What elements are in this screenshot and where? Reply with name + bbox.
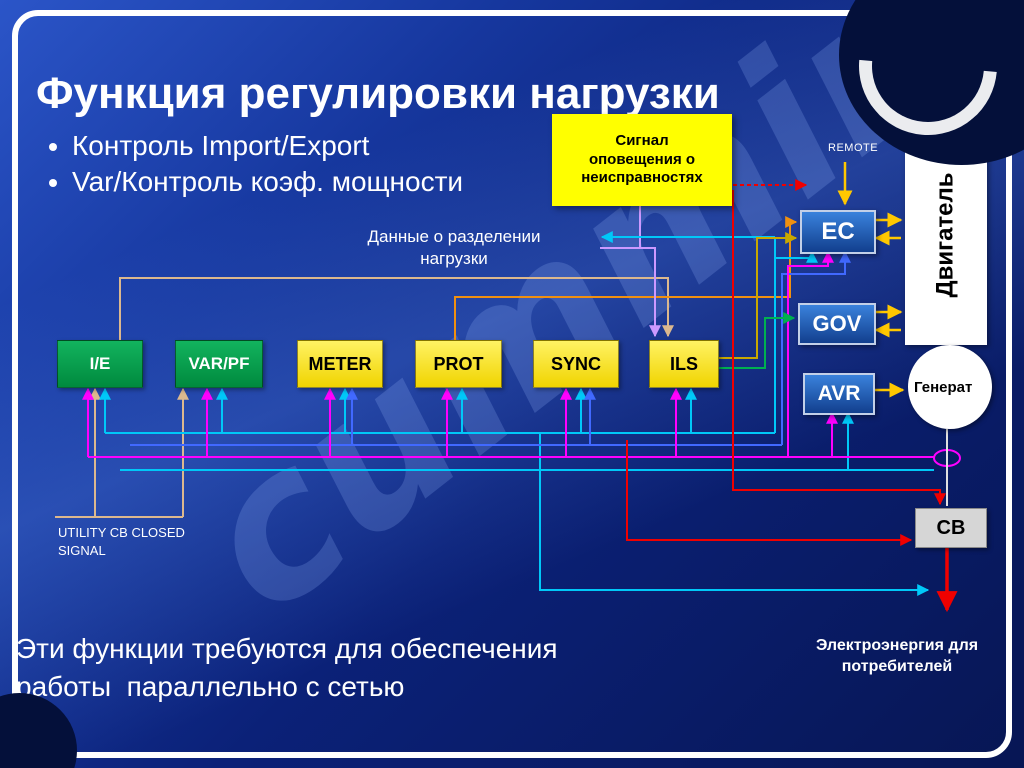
bullet-list: Контроль Import/Export Var/Контроль коэф…: [52, 126, 463, 202]
yellow-wires: [837, 162, 905, 398]
fault-alert-box: Сигнал оповещения о неисправностях: [552, 114, 732, 206]
power-consumers-label: Электроэнергия для потребителей: [815, 637, 979, 675]
block-ec: EC: [800, 210, 876, 254]
block-sync: SYNC: [533, 340, 619, 388]
blue-wires: [130, 250, 851, 446]
circuit-breaker-block: CB: [915, 508, 987, 548]
block-varpf: VAR/PF: [175, 340, 263, 388]
orange-wires: [454, 216, 798, 350]
engine-label: Двигатель: [932, 172, 959, 298]
red-wires: [626, 179, 958, 613]
load-share-data-label: Данные о разделении нагрузки: [367, 227, 541, 269]
block-avr: AVR: [803, 373, 875, 415]
remote-label: REMOTE: [828, 142, 879, 154]
footer-text: Эти функции требуются для обеспечения ра…: [16, 633, 566, 702]
green-wires: [717, 312, 796, 369]
magenta-wires: [82, 250, 961, 467]
cummins-logo-corner: [830, 0, 1024, 165]
block-ils: ILS: [649, 340, 719, 388]
block-ie: I/E: [57, 340, 143, 388]
cyan-wires: [99, 231, 934, 596]
bullet-item: Var/Контроль коэф. мощности: [72, 166, 463, 198]
lavender-wires: [600, 205, 661, 338]
olive-wires: [717, 232, 798, 359]
block-meter: METER: [297, 340, 383, 388]
block-prot: PROT: [415, 340, 502, 388]
tan-wires: [55, 277, 674, 518]
generator-circle: Генерат: [908, 345, 992, 429]
bullet-item: Контроль Import/Export: [72, 130, 463, 162]
utility-cb-label: UTILITY CB CLOSED SIGNAL: [58, 525, 185, 558]
page-title: Функция регулировки нагрузки: [36, 69, 720, 119]
block-gov: GOV: [798, 303, 876, 345]
